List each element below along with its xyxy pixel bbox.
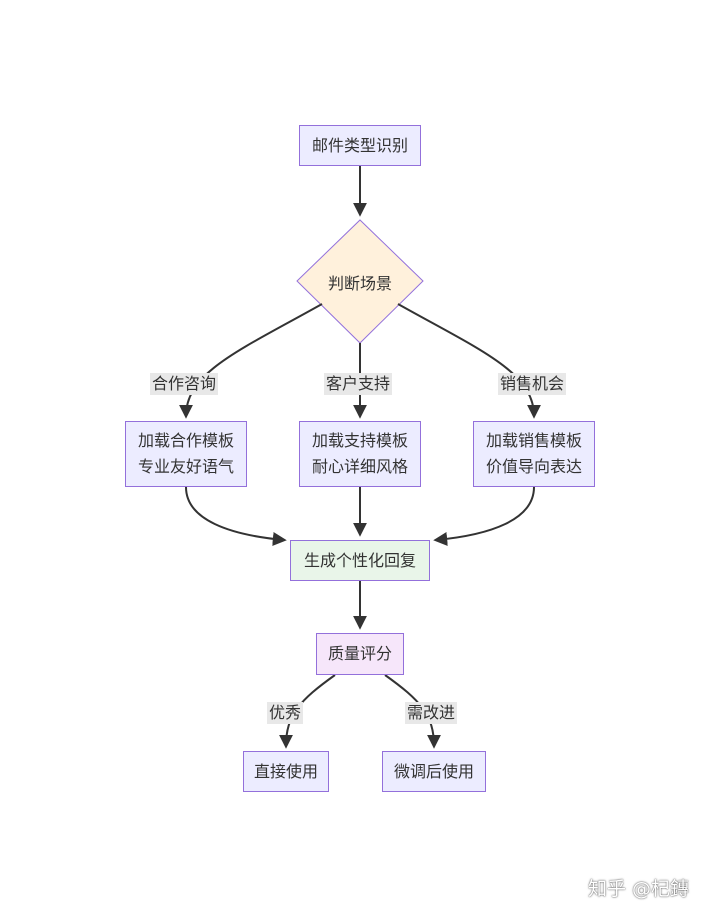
watermark: 知乎 @杞鏄 [588, 878, 690, 900]
node-identify-label: 邮件类型识别 [311, 135, 408, 155]
node-identify: 邮件类型识别 [299, 125, 421, 166]
node-support-line2: 耐心详细风格 [311, 457, 408, 476]
edge-label-improve: 需改进 [405, 702, 458, 724]
node-support-template: 加载支持模板 耐心详细风格 [299, 421, 421, 487]
node-generate-label: 生成个性化回复 [303, 550, 416, 570]
edge-coop-generate [185, 486, 287, 546]
node-tweak-label: 微调后使用 [393, 761, 474, 781]
node-judge-label: 判断场景 [327, 274, 392, 293]
edge-label-sales: 销售机会 [498, 373, 567, 395]
node-coop-template: 加载合作模板 专业友好语气 [125, 421, 247, 487]
node-generate: 生成个性化回复 [290, 540, 430, 581]
edge-judge-coop [179, 303, 323, 419]
edge-judge-sales [397, 303, 541, 419]
edge-label-coop: 合作咨询 [150, 373, 219, 395]
node-direct-label: 直接使用 [253, 761, 318, 781]
edge-sales-generate [433, 486, 535, 546]
node-direct-use: 直接使用 [243, 751, 329, 792]
edge-label-excellent: 优秀 [267, 702, 304, 724]
node-tweak-use: 微调后使用 [382, 751, 486, 792]
node-sales-line1: 加载销售模板 [485, 431, 582, 450]
node-sales-line2: 价值导向表达 [485, 457, 582, 476]
node-coop-line2: 专业友好语气 [137, 457, 234, 476]
node-score: 质量评分 [316, 633, 404, 675]
node-coop-line1: 加载合作模板 [137, 431, 234, 450]
node-score-label: 质量评分 [327, 644, 392, 663]
edge-label-support: 客户支持 [324, 373, 393, 395]
node-support-line1: 加载支持模板 [311, 431, 408, 450]
node-sales-template: 加载销售模板 价值导向表达 [473, 421, 595, 487]
